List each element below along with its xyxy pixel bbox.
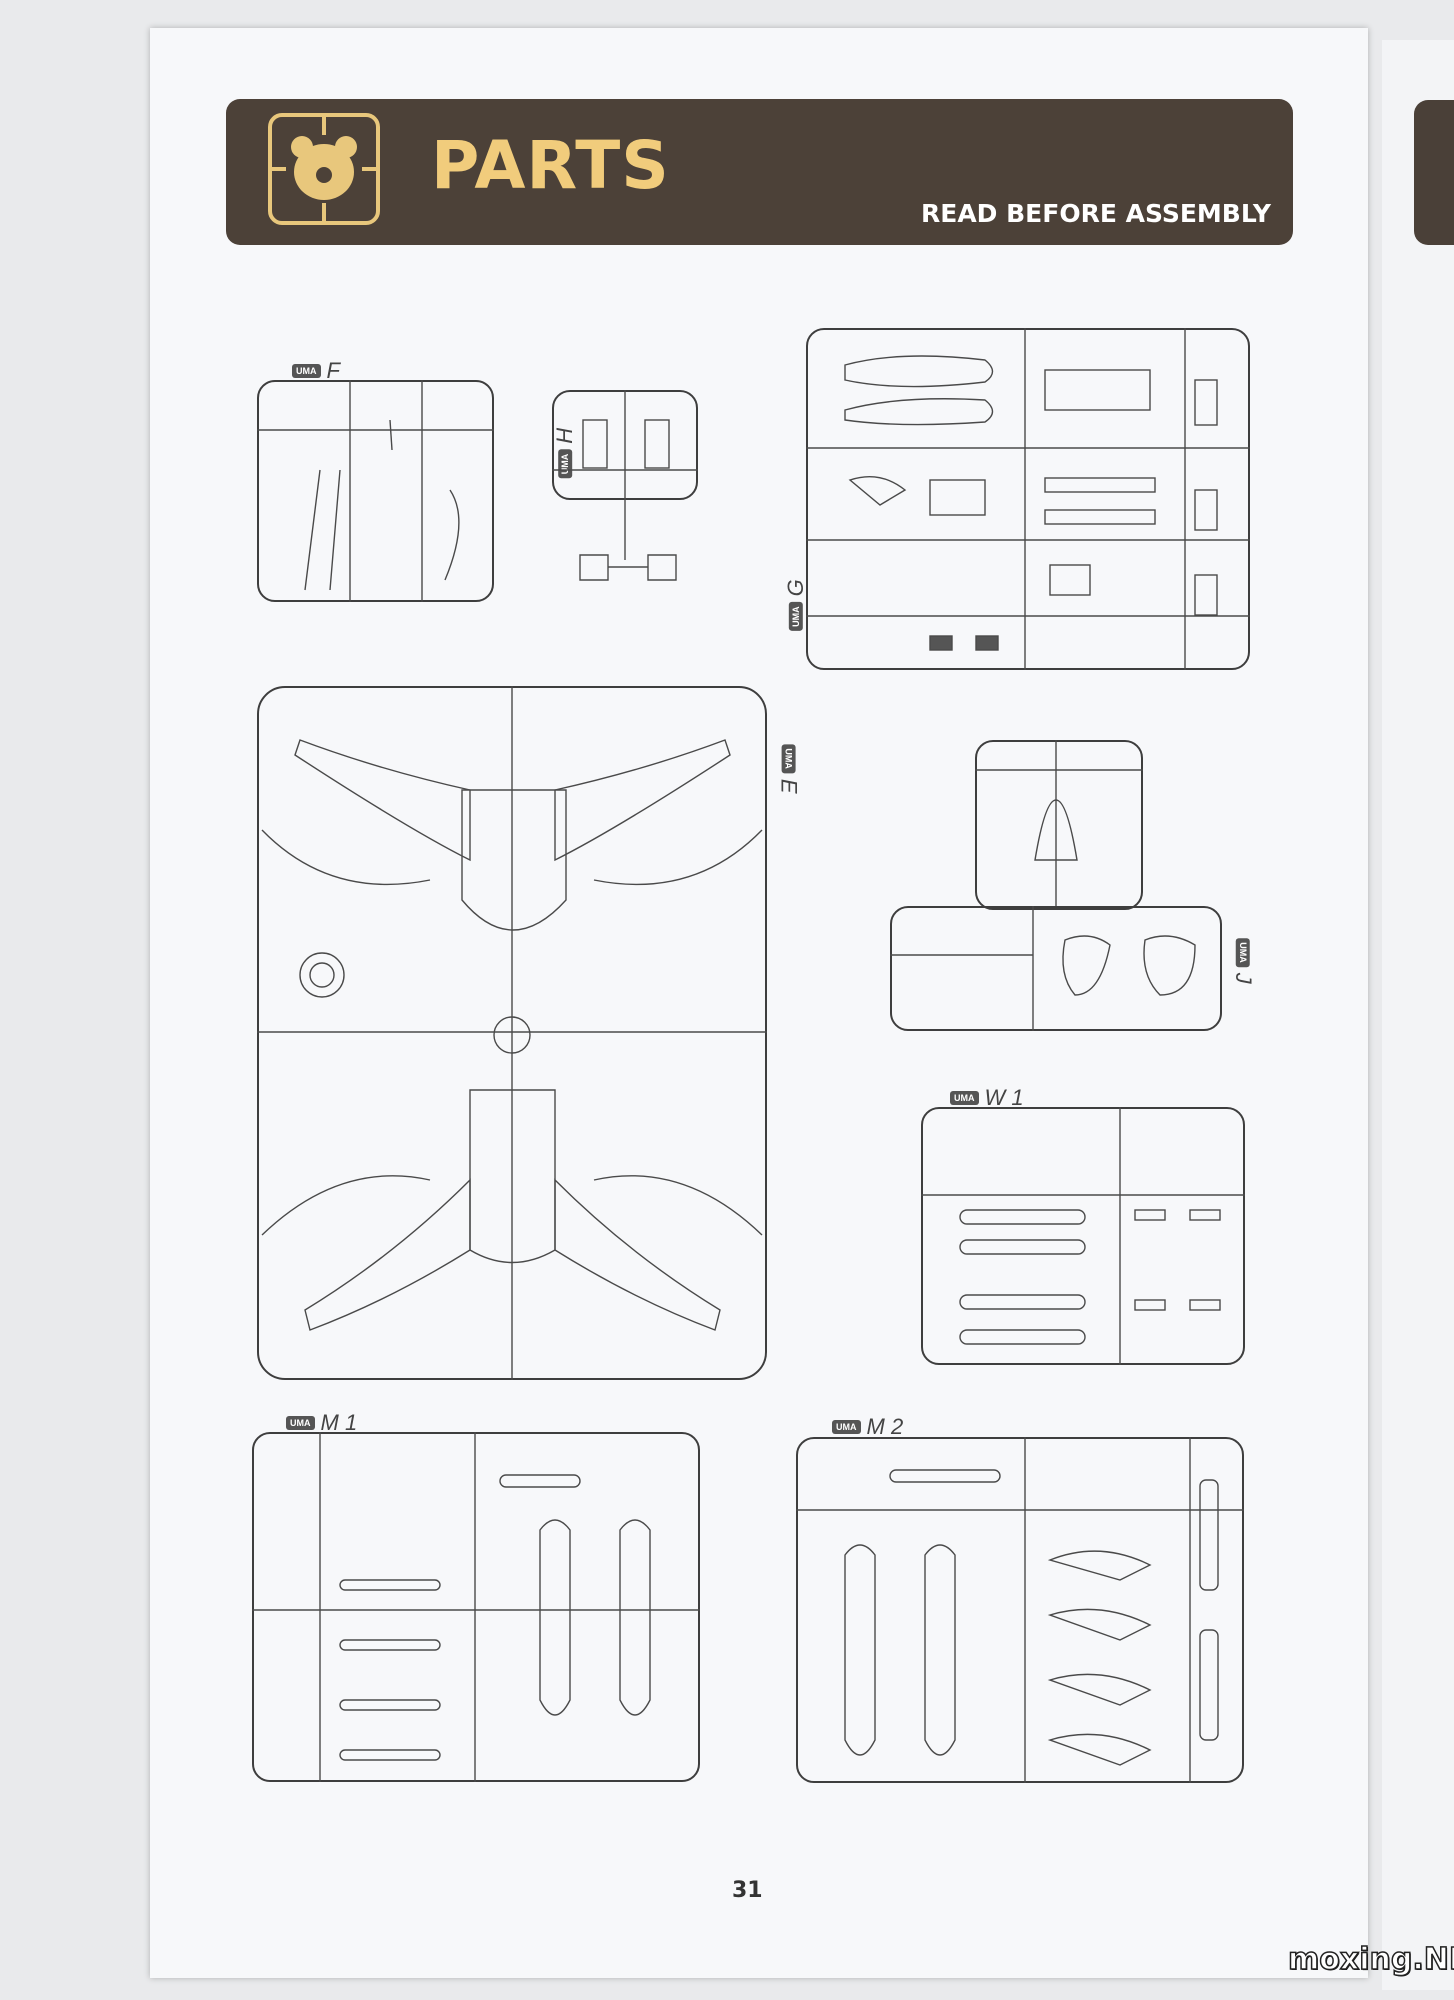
sprue-E-hub (493, 1016, 531, 1054)
sprue-M2-code: UMA (832, 1420, 861, 1434)
sprue-W1-label: UMA W 1 (950, 1085, 1024, 1111)
page-number: 31 (732, 1878, 763, 1903)
sprue-G-part (1044, 477, 1156, 493)
sprue-M2-label: UMA M 2 (832, 1414, 903, 1440)
sprue-E-wing-lower-left (304, 1178, 471, 1331)
sprue-W1-bomb (959, 1329, 1086, 1345)
sprue-F-label: UMA F (292, 358, 340, 384)
sprue-J-part (1143, 935, 1196, 996)
sprue-M1-part (339, 1699, 441, 1711)
sprue-G-part (1049, 564, 1091, 596)
sprue-H-part (644, 419, 670, 469)
sprue-G-part (975, 635, 999, 651)
sprue-H-part (579, 554, 677, 581)
sprue-E-wing-upper-left (294, 739, 471, 862)
sprue-F-frame (257, 380, 494, 602)
sprue-G-part (1194, 574, 1218, 616)
sprue-E-runner-curve (261, 829, 763, 886)
sprue-M1-part (339, 1639, 441, 1651)
sprue-W1-bomb (959, 1294, 1086, 1310)
sprue-W1-part (1189, 1299, 1221, 1311)
page-title: PARTS (431, 127, 670, 204)
sprue-F-part (304, 469, 341, 591)
sprue-E-fan-part (309, 962, 335, 988)
sprue-M2-letter: M 2 (866, 1414, 904, 1439)
sprue-W1-code: UMA (950, 1091, 979, 1105)
sprue-W1-letter: W 1 (984, 1085, 1024, 1110)
sprue-W1-part (1134, 1299, 1166, 1311)
sprue-F-part (389, 419, 393, 451)
sprue-E-runner-curve (261, 1175, 763, 1236)
sprue-M2-part (1047, 1673, 1152, 1706)
sprue-M2-part (1199, 1479, 1219, 1591)
facing-page-banner-tab (1414, 100, 1454, 245)
sprue-G-part (929, 479, 986, 516)
sprue-G-part (1194, 489, 1218, 531)
sprue-G-part (1044, 369, 1151, 411)
sprue-F-letter: F (326, 358, 340, 383)
bear-logo-icon (268, 113, 380, 225)
sprue-H-part (582, 419, 608, 469)
sprue-M1-code: UMA (286, 1416, 315, 1430)
sprue-J-top-frame (975, 740, 1143, 910)
sprue-E-wing-lower-right (554, 1178, 721, 1331)
sprue-W1-bomb (959, 1209, 1086, 1225)
sprue-G-part (848, 476, 907, 506)
sprue-G-part (844, 355, 994, 388)
sprue-M2-frame (796, 1437, 1244, 1783)
sprue-M2-fuel-tank (924, 1544, 956, 1756)
site-watermark: moxing.NET (1287, 1941, 1454, 1978)
sprue-G-part (1194, 379, 1218, 426)
page-subtitle: READ BEFORE ASSEMBLY (920, 199, 1271, 228)
sprue-G-part (1044, 509, 1156, 525)
parts-header-banner: PARTS READ BEFORE ASSEMBLY (226, 99, 1293, 245)
sprue-G-frame (806, 328, 1250, 670)
manual-page (150, 28, 1368, 1978)
sprue-J-part (1062, 935, 1111, 996)
sprue-M1-fuel-tank (619, 1519, 651, 1716)
sprue-W1-part (1189, 1209, 1221, 1221)
sprue-M1-fuel-tank (539, 1519, 571, 1716)
sprue-E-fuselage-upper (461, 789, 567, 931)
sprue-W1-frame (921, 1107, 1245, 1365)
sprue-F-part (444, 489, 460, 581)
sprue-F-code: UMA (292, 364, 321, 378)
sprue-G-part (844, 398, 994, 426)
sprue-M1-part (339, 1579, 441, 1591)
sprue-M1-label: UMA M 1 (286, 1410, 357, 1436)
sprue-M2-part (1047, 1550, 1152, 1581)
sprue-M1-letter: M 1 (320, 1410, 358, 1435)
sprue-J-canopy (1034, 799, 1078, 861)
sprue-M2-part (889, 1469, 1001, 1483)
sprue-M1-part (339, 1749, 441, 1761)
sprue-M1-part (499, 1474, 581, 1488)
sprue-W1-bomb (959, 1239, 1086, 1255)
sprue-W1-part (1134, 1209, 1166, 1221)
sprue-M2-part (1199, 1629, 1219, 1741)
sprue-M1-frame (252, 1432, 700, 1782)
sprue-E-fan-part (299, 952, 345, 998)
facing-page-edge (1382, 40, 1454, 1990)
sprue-M2-fuel-tank (844, 1544, 876, 1756)
sprue-M2-part (1047, 1608, 1152, 1641)
sprue-M2-part (1047, 1733, 1152, 1766)
sprue-G-part (929, 635, 953, 651)
sprue-J-frame (890, 906, 1222, 1031)
sprue-E-wing-upper-right (554, 739, 731, 862)
